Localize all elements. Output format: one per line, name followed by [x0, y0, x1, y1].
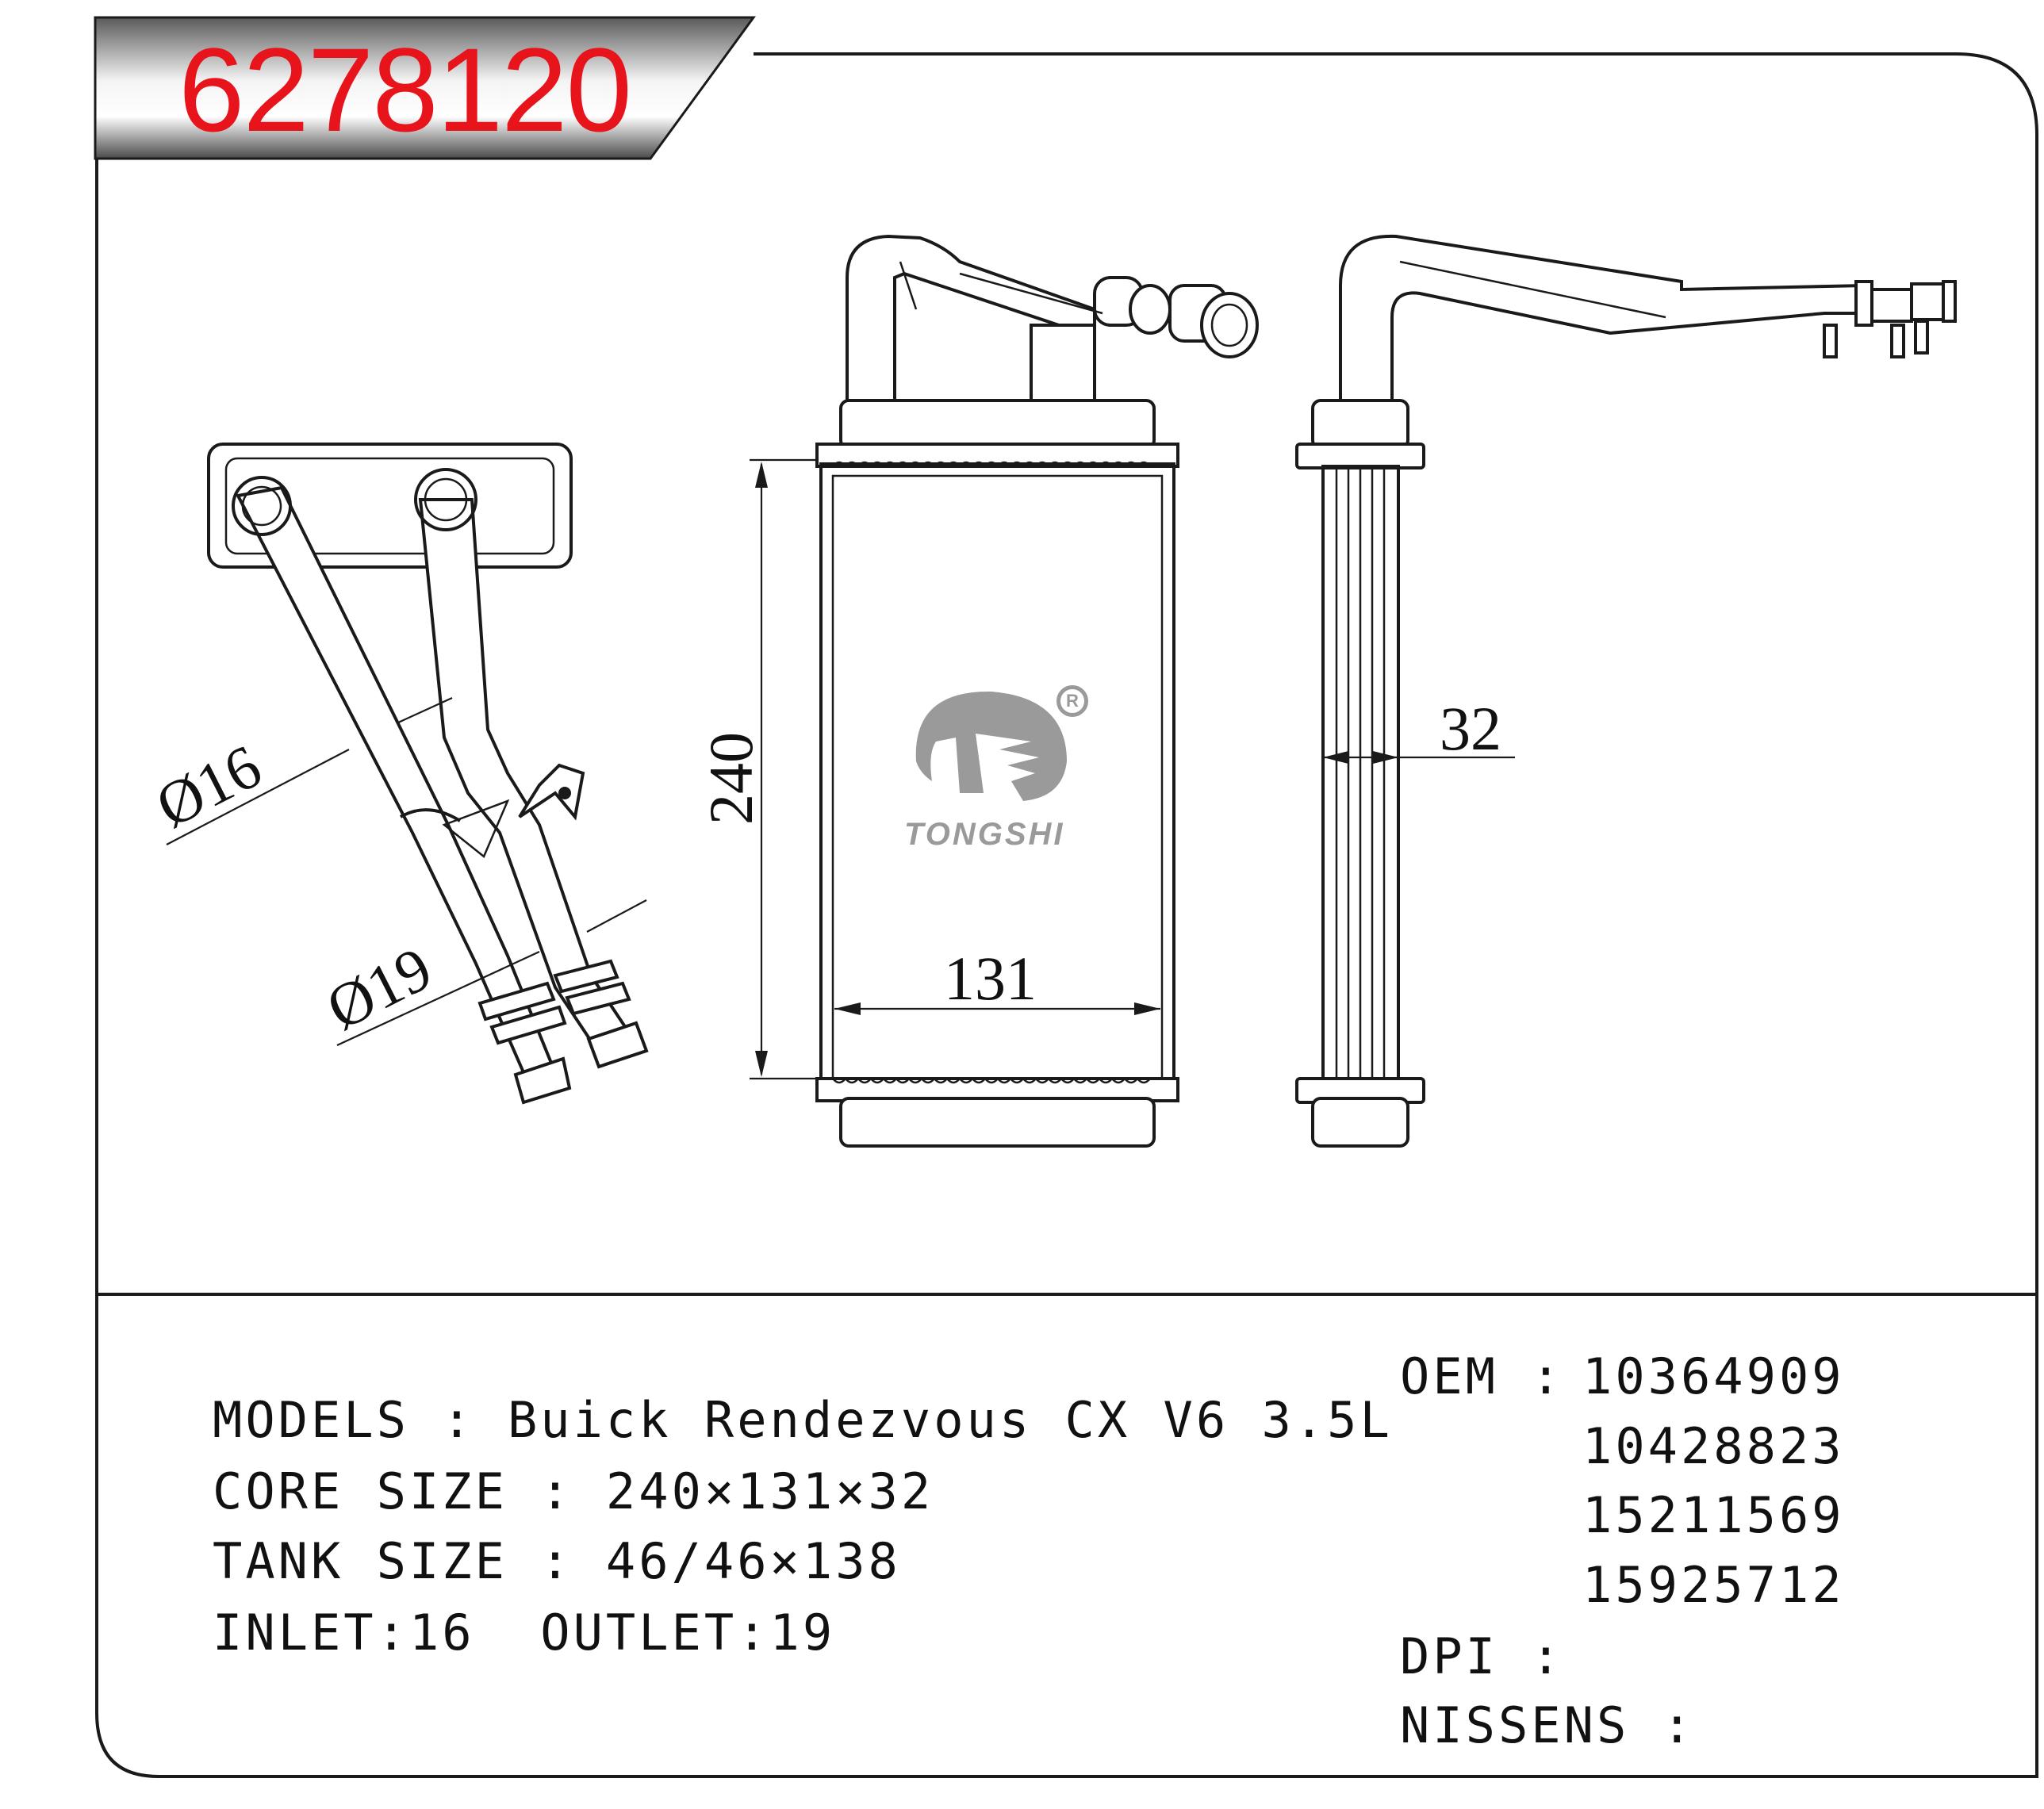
dim-height-arrow-top — [755, 462, 768, 488]
bottom-tank — [839, 1097, 1156, 1148]
dim-outlet-leader — [336, 951, 540, 1046]
fitting-4-inner — [1210, 303, 1248, 347]
spec-inlet-outlet: INLET:16 OUTLET:19 — [213, 1604, 836, 1661]
side-stub-1 — [1823, 324, 1838, 358]
inlet-collar — [400, 808, 462, 822]
oem-number-4: 15925712 — [1582, 1556, 1845, 1614]
dim-depth-arrow-right — [1373, 751, 1398, 764]
dim-outlet-arrow — [586, 899, 647, 933]
side-fitting-4 — [1942, 280, 1957, 323]
nissens-label: NISSENS : — [1400, 1696, 1695, 1754]
side-stub-3 — [1914, 320, 1929, 355]
header-bottom-fins — [832, 1077, 1151, 1084]
outlet-band-2 — [565, 981, 631, 1016]
front-view: 240 131 — [696, 234, 1259, 1148]
part-number: 6278120 — [178, 23, 632, 156]
dim-width-arrow-right — [1134, 1002, 1160, 1015]
dim-inlet-leader — [166, 749, 350, 845]
side-stub-2 — [1890, 324, 1905, 358]
side-pipe — [1339, 234, 1866, 402]
core-width-label: 131 — [944, 944, 1037, 1013]
flange-plate-outer — [207, 443, 573, 569]
flange-plate-inner — [224, 457, 555, 555]
clip-hole — [558, 787, 571, 799]
outlet-band-1 — [553, 959, 619, 994]
oem-number-2: 10428823 — [1582, 1417, 1845, 1475]
outlet-nozzle — [586, 1021, 649, 1069]
dim-height-arrow-bottom — [755, 1051, 768, 1077]
side-fitting-1 — [1854, 280, 1873, 327]
clip — [518, 763, 585, 821]
inlet-diameter-label: Ø16 — [145, 731, 271, 841]
inlet-nozzle — [513, 1056, 572, 1105]
outlet-port-outer — [414, 468, 477, 531]
spec-models: MODELS : Buick Rendezvous CX V6 3.5L — [213, 1391, 1393, 1449]
fitting-4-outer — [1200, 292, 1259, 358]
spec-tank-size: TANK SIZE : 46/46×138 — [213, 1532, 901, 1590]
fitting-2 — [1129, 284, 1172, 335]
inlet-port-outer — [232, 476, 292, 536]
side-fitting-2 — [1870, 288, 1913, 323]
brand-name: TONGSHI — [904, 817, 1065, 852]
part-number-tab — [94, 16, 756, 160]
dim-width-arrow-left — [834, 1002, 861, 1015]
sheet-frame — [95, 52, 2038, 1778]
core-depth-label: 32 — [1440, 694, 1501, 763]
dim-inlet-arrow — [396, 696, 453, 725]
core-height-label: 240 — [696, 732, 765, 825]
oem-number-3: 15211569 — [1582, 1486, 1845, 1544]
top-tank — [839, 399, 1156, 450]
inlet-band-1 — [477, 981, 556, 1021]
pipe-edge — [959, 272, 1103, 315]
header-top-fins — [832, 461, 1151, 468]
dpi-label: DPI : — [1400, 1627, 1564, 1685]
side-view: 32 — [1295, 234, 1957, 1148]
side-top-tank — [1311, 399, 1409, 450]
side-pipe-edge — [1399, 260, 1666, 319]
outlet-port-inner — [424, 477, 468, 522]
dim-depth-arrow-left — [1323, 751, 1348, 764]
oem-number-1: 10364909 — [1582, 1347, 1845, 1405]
top-pipe-right — [1030, 324, 1096, 402]
flange-view: Ø16 Ø19 — [145, 443, 649, 1105]
logo-swoosh — [915, 691, 1067, 801]
spec-core-size: CORE SIZE : 240×131×32 — [213, 1462, 934, 1520]
oem-label: OEM : — [1400, 1347, 1564, 1405]
inlet-band-2 — [489, 1005, 567, 1045]
registered-mark: R — [1057, 685, 1088, 717]
inlet-port-inner — [241, 485, 282, 527]
side-header-top — [1295, 443, 1425, 469]
tube-bracket — [442, 799, 510, 859]
outlet-diameter-label: Ø19 — [316, 933, 442, 1044]
side-bottom-tank — [1311, 1097, 1409, 1148]
pipe-joint — [899, 261, 918, 310]
logo-mark — [915, 691, 1067, 801]
